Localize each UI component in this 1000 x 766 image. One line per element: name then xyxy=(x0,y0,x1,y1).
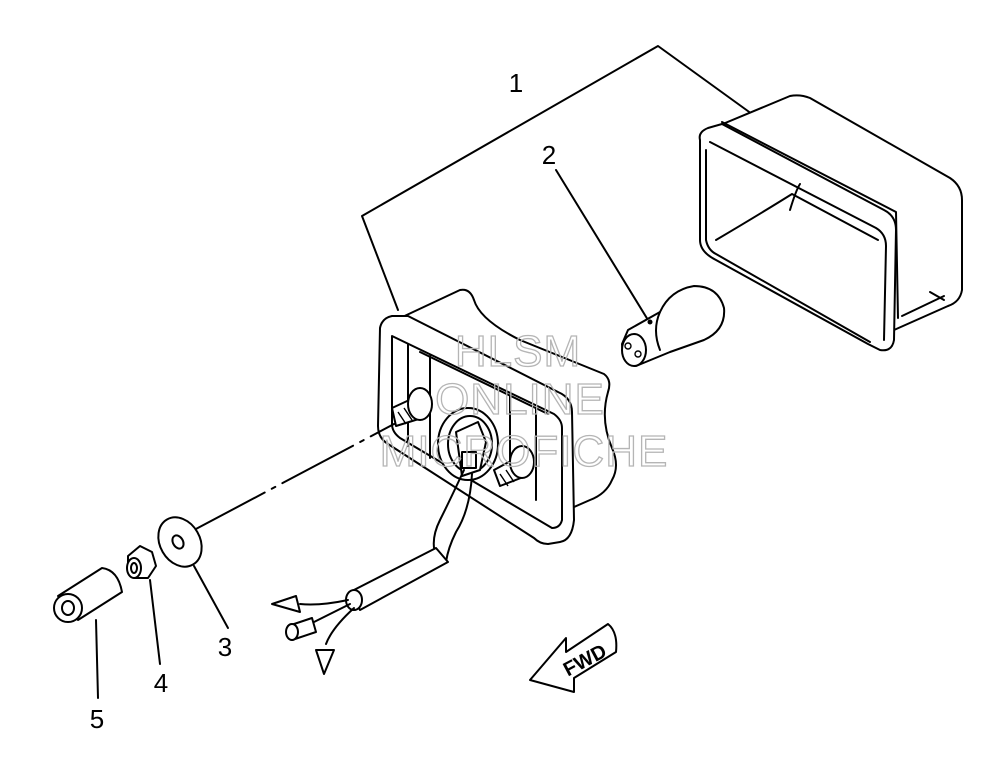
callout-label-5: 5 xyxy=(90,704,104,734)
callout-1-leader xyxy=(361,45,753,311)
callout-label-3: 3 xyxy=(218,632,232,662)
assembly-centerline xyxy=(193,423,395,531)
washer xyxy=(157,516,203,568)
spacer xyxy=(53,567,123,623)
bulb xyxy=(621,285,726,367)
watermark-line-2: ONLINE xyxy=(435,375,605,424)
callout-2-leader xyxy=(555,169,649,321)
callout-label-2: 2 xyxy=(542,140,556,170)
wiring-harness xyxy=(271,469,473,675)
socket-assembly xyxy=(391,387,535,487)
stud-left xyxy=(391,387,433,427)
watermark: HLSM ONLINE MICROFICHE xyxy=(379,326,669,476)
callout-label-1: 1 xyxy=(509,68,523,98)
callout-5-leader xyxy=(95,619,99,699)
callout-3-leader xyxy=(193,565,229,629)
callout-label-4: 4 xyxy=(154,668,168,698)
nut xyxy=(126,545,157,579)
fwd-arrow-icon: FWD xyxy=(529,623,618,693)
stud-right xyxy=(493,445,535,487)
callout-4-leader xyxy=(149,579,161,665)
watermark-line-1: HLSM xyxy=(455,327,581,376)
lens-cover xyxy=(698,94,963,352)
watermark-line-3: MICROFICHE xyxy=(380,427,669,476)
